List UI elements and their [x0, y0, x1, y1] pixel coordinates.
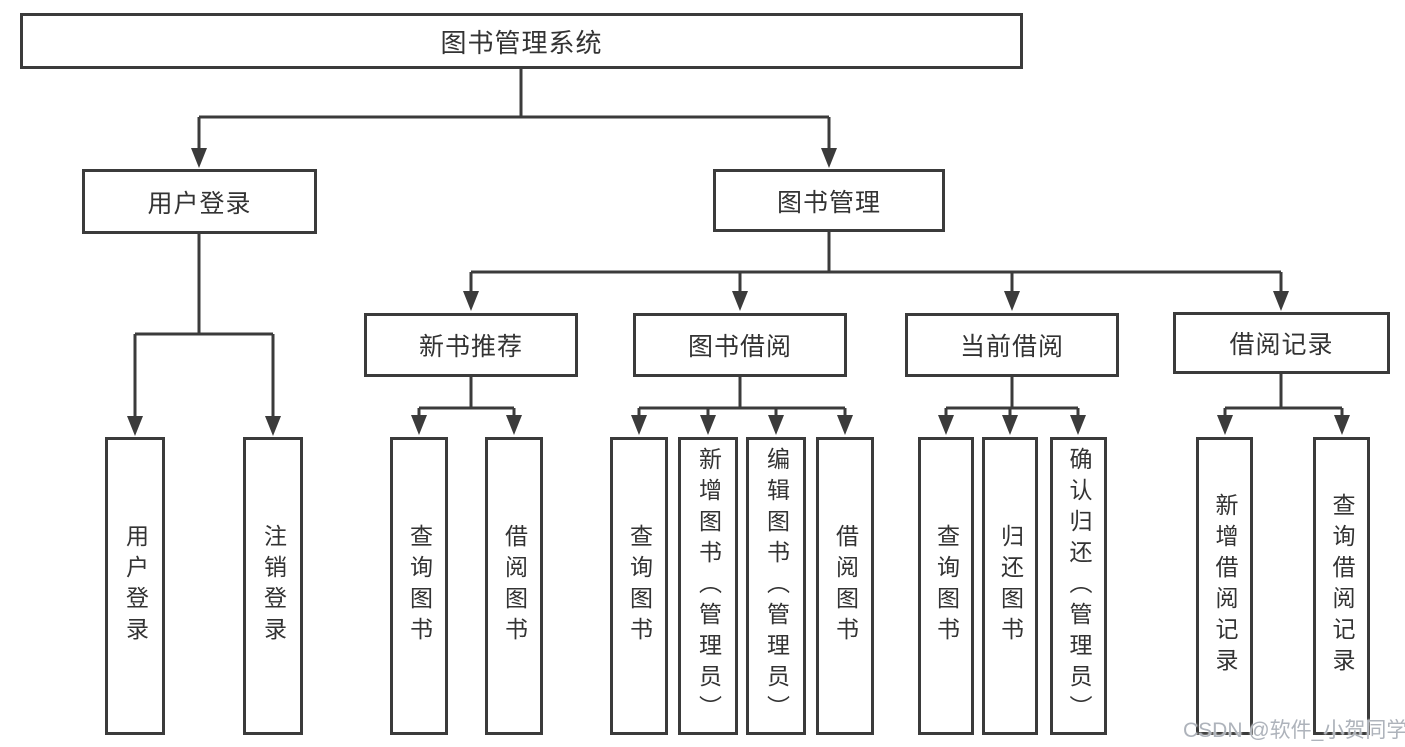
node-new-book-recommend: 新书推荐	[364, 313, 578, 377]
leaf-user-login-label: 用户登录	[122, 524, 149, 648]
node-user-login: 用户登录	[82, 169, 317, 234]
node-borrow-records: 借阅记录	[1173, 312, 1390, 374]
node-root: 图书管理系统	[20, 13, 1023, 69]
leaf-query-borrow-record: 查询借阅记录	[1313, 437, 1370, 735]
leaf-borrow-book-recommend: 借阅图书	[485, 437, 543, 735]
leaf-confirm-return-admin: 确认归还（管理员）	[1050, 437, 1107, 735]
leaf-borrow-book-recommend-label: 借阅图书	[501, 524, 528, 648]
leaf-add-book-admin-label: 新增图书（管理员）	[695, 446, 722, 726]
leaf-query-borrow-record-label: 查询借阅记录	[1329, 493, 1355, 679]
leaf-borrow-book: 借阅图书	[816, 437, 874, 735]
leaf-query-book-current: 查询图书	[918, 437, 974, 735]
leaf-confirm-return-admin-label: 确认归还（管理员）	[1066, 446, 1092, 726]
leaf-query-book-borrow-label: 查询图书	[626, 524, 653, 648]
node-book-borrow: 图书借阅	[633, 313, 847, 377]
arrowheads	[127, 148, 1350, 436]
leaf-borrow-book-label: 借阅图书	[832, 524, 859, 648]
leaf-query-book-recommend-label: 查询图书	[406, 524, 433, 648]
node-current-borrow: 当前借阅	[905, 313, 1119, 377]
leaf-add-book-admin: 新增图书（管理员）	[678, 437, 738, 735]
leaf-query-book-current-label: 查询图书	[933, 524, 960, 648]
leaf-query-book-borrow: 查询图书	[610, 437, 668, 735]
leaf-edit-book-admin-label: 编辑图书（管理员）	[763, 446, 790, 726]
leaf-query-book-recommend: 查询图书	[390, 437, 448, 735]
leaf-edit-book-admin: 编辑图书（管理员）	[746, 437, 806, 735]
leaf-return-book: 归还图书	[982, 437, 1038, 735]
leaf-add-borrow-record: 新增借阅记录	[1196, 437, 1253, 735]
leaf-user-login: 用户登录	[105, 437, 165, 735]
csdn-watermark: CSDN @软件_小贺同学	[1183, 719, 1405, 742]
leaf-return-book-label: 归还图书	[997, 524, 1024, 648]
leaf-logout: 注销登录	[243, 437, 303, 735]
node-book-management: 图书管理	[713, 169, 945, 232]
leaf-logout-label: 注销登录	[260, 524, 287, 648]
leaf-add-borrow-record-label: 新增借阅记录	[1212, 493, 1238, 679]
